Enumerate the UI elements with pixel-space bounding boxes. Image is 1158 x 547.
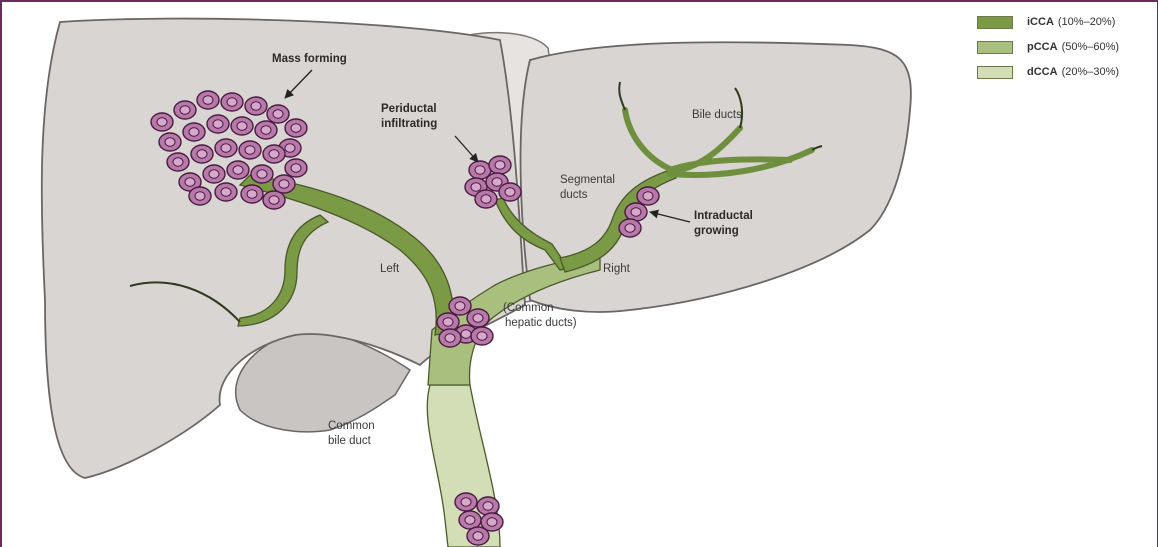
label-mass-forming: Mass forming [272, 53, 347, 65]
label-periductal-line2: infiltrating [381, 118, 437, 130]
legend-item-pcca: pCCA (50%–60%) [977, 39, 1157, 55]
label-intraductal-line1: Intraductal [694, 210, 753, 222]
legend-swatch-pcca [977, 41, 1013, 54]
legend-item-dcca: dCCA (20%–30%) [977, 64, 1157, 80]
legend-name: pCCA [1027, 41, 1058, 53]
legend-name: iCCA [1027, 16, 1054, 28]
label-common-hepatic-line2: hepatic ducts) [505, 317, 577, 329]
label-segmental-line1: Segmental [560, 174, 615, 186]
label-bile-ducts: Bile ducts [692, 109, 742, 121]
label-segmental-line2: ducts [560, 189, 588, 201]
legend-range: (20%–30%) [1062, 66, 1119, 78]
label-right: Right [603, 263, 631, 275]
legend-name: dCCA [1027, 66, 1058, 78]
label-common-hepatic-line1: (Common [503, 302, 553, 314]
label-common-bile-line2: bile duct [328, 435, 372, 447]
label-intraductal-line2: growing [694, 225, 739, 237]
legend-item-icca: iCCA (10%–20%) [977, 14, 1157, 30]
legend-swatch-icca [977, 16, 1013, 29]
legend-range: (50%–60%) [1062, 41, 1119, 53]
legend-range: (10%–20%) [1058, 16, 1115, 28]
legend-swatch-dcca [977, 66, 1013, 79]
label-common-bile-line1: Common [328, 420, 375, 432]
label-left: Left [380, 263, 400, 275]
legend: iCCA (10%–20%) pCCA (50%–60%) dCCA (20%–… [977, 14, 1157, 89]
label-periductal-line1: Periductal [381, 103, 437, 115]
